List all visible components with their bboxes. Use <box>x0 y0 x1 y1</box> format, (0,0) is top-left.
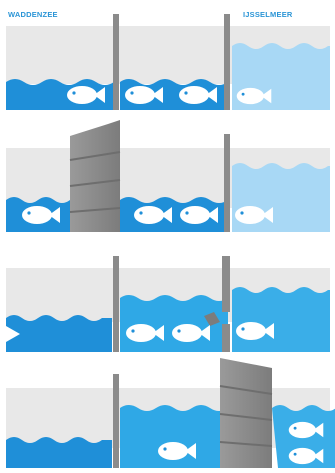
fish <box>6 326 20 342</box>
panel-2 <box>6 120 330 232</box>
label-waddenzee: WADDENZEE <box>8 10 58 19</box>
lock-gate-right-lower <box>222 324 230 352</box>
lock-chamber-water <box>120 405 228 468</box>
lock-gate-right <box>224 134 230 232</box>
waddenzee-water <box>6 315 112 352</box>
lock-gate-valve <box>204 312 220 326</box>
gate-panels <box>69 151 121 213</box>
panel-1 <box>6 14 330 110</box>
gate-panels <box>219 385 273 447</box>
lock-gate-right-upper <box>222 256 230 312</box>
lock-gate-right-open <box>220 358 272 468</box>
lock-gate-left <box>113 256 119 352</box>
waddenzee-water <box>6 437 112 468</box>
lock-gate-left <box>113 374 119 468</box>
panel-3 <box>6 256 330 352</box>
lock-gate-left <box>113 14 119 110</box>
label-ijsselmeer: IJSSELMEER <box>243 10 293 19</box>
lock-gate-right <box>224 14 230 110</box>
lock-gate-left-open <box>70 120 120 232</box>
ijsselmeer-water <box>232 287 330 352</box>
panel-4 <box>6 358 335 468</box>
